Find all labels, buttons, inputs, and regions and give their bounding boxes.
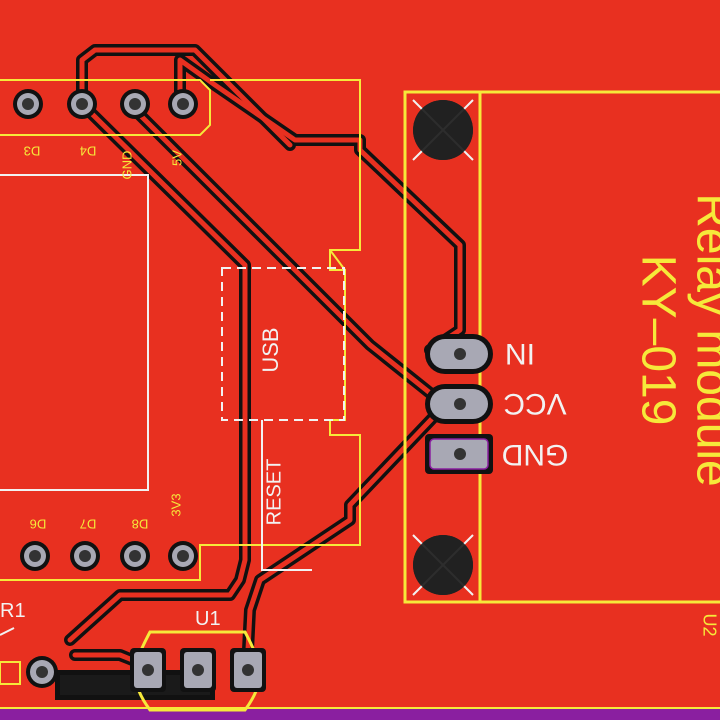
r1-body xyxy=(0,661,21,685)
relay-label-gnd: GND xyxy=(502,438,569,471)
relay-model: KY–019 xyxy=(631,255,684,426)
r1-silk-mark xyxy=(0,627,15,636)
label-d3: D3 xyxy=(24,144,41,159)
mounting-hole-top xyxy=(412,99,474,161)
ref-u1: U1 xyxy=(195,608,221,630)
header-top-outline xyxy=(0,79,211,136)
reset-label: RESET xyxy=(263,459,285,526)
label-d8: D8 xyxy=(132,517,149,532)
label-d6: D6 xyxy=(30,517,47,532)
relay-label-in: IN xyxy=(505,337,535,370)
trace-group xyxy=(64,44,466,669)
relay-outline xyxy=(403,90,720,604)
pin-pad[interactable] xyxy=(13,89,43,119)
pin-pad[interactable] xyxy=(120,541,150,571)
relay-pin-in[interactable] xyxy=(425,334,493,374)
usb-label: USB xyxy=(258,327,283,372)
module-inner-outline xyxy=(0,174,149,491)
header-bottom-pins xyxy=(20,541,198,571)
pin-pad[interactable] xyxy=(168,541,198,571)
relay-pin-gnd[interactable] xyxy=(425,434,493,474)
label-d4: D4 xyxy=(80,144,97,159)
ref-u2: U2 xyxy=(699,613,719,636)
pin-pad[interactable] xyxy=(120,89,150,119)
pin-pad[interactable] xyxy=(20,541,50,571)
label-gnd-top: GND xyxy=(119,151,134,180)
relay-title: Relay module xyxy=(686,193,720,486)
mounting-hole-bottom xyxy=(412,534,474,596)
module-outline xyxy=(0,79,361,581)
header-top-pins xyxy=(13,89,198,119)
reset-box xyxy=(261,420,312,571)
relay-pin-vcc[interactable] xyxy=(425,384,493,424)
u1-pin-3[interactable] xyxy=(230,648,266,692)
label-5v: 5V xyxy=(169,150,184,166)
u1-pin-2[interactable] xyxy=(180,648,216,692)
label-d7: D7 xyxy=(80,517,97,532)
board-edge-strip xyxy=(0,708,720,720)
pin-pad[interactable] xyxy=(70,541,100,571)
pin-pad[interactable] xyxy=(67,89,97,119)
relay-label-vcc: VCC xyxy=(503,387,566,420)
r1-pad[interactable] xyxy=(26,656,58,688)
label-3v3: 3V3 xyxy=(168,493,183,516)
ref-r1: R1 xyxy=(0,600,26,622)
u1-pin-1[interactable] xyxy=(130,648,166,692)
usb-dashed-box xyxy=(221,267,345,421)
module-outline-top-right xyxy=(329,249,346,271)
pin-pad[interactable] xyxy=(168,89,198,119)
